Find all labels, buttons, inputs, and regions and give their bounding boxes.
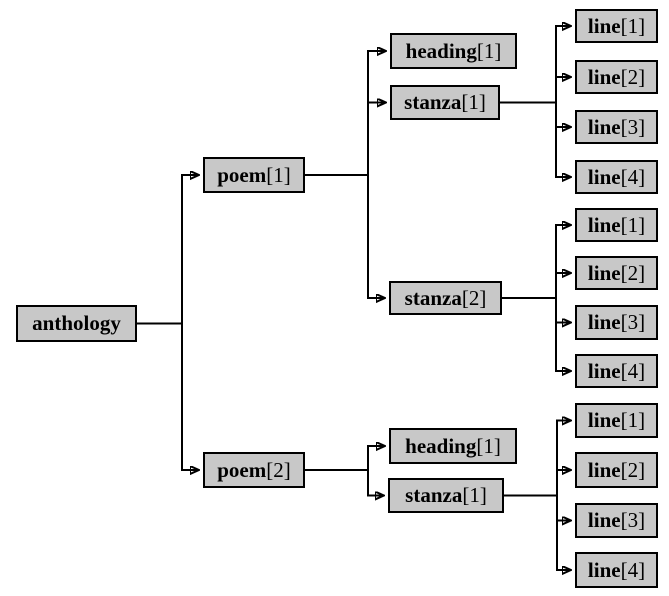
node-poem-2: poem[2] (203, 452, 305, 488)
node-label: line (587, 164, 621, 189)
node-index: [1] (461, 90, 486, 114)
node-index: [1] (476, 433, 501, 458)
node-label: line (587, 64, 621, 89)
node-p2s1-line-1: line[1] (575, 403, 658, 438)
node-index: [4] (620, 164, 646, 189)
node-p1s2-line-2: line[2] (575, 256, 658, 290)
node-index: [4] (620, 557, 646, 582)
node-p1s2-line-3: line[3] (575, 305, 658, 340)
edge-group-poem-2 (305, 445, 385, 497)
node-label: line (587, 114, 621, 139)
node-p1-stanza-2: stanza[2] (389, 281, 502, 315)
node-index: [3] (620, 508, 646, 532)
edge-group-anthology (137, 174, 199, 471)
edge-group-poem-1 (305, 50, 386, 299)
node-label: stanza (405, 483, 463, 507)
node-anthology: anthology (16, 305, 137, 342)
edge-group-p1-stanza-1 (500, 25, 571, 178)
node-p1s1-line-1: line[1] (575, 9, 658, 43)
node-label: line (587, 508, 621, 532)
node-index: [1] (620, 212, 646, 237)
node-index: [3] (620, 310, 646, 334)
node-index: [2] (266, 457, 291, 482)
node-label: line (587, 310, 621, 334)
edge-group-p1-stanza-2 (502, 224, 571, 372)
node-label: line (587, 457, 621, 482)
node-label: anthology (32, 311, 121, 335)
node-label: line (587, 212, 621, 237)
node-label: heading (405, 433, 477, 458)
node-p1s2-line-4: line[4] (575, 354, 658, 388)
node-label: line (587, 358, 621, 383)
node-p1s1-line-3: line[3] (575, 110, 658, 144)
node-index: [2] (620, 457, 646, 482)
node-p1s2-line-1: line[1] (575, 208, 658, 242)
node-index: [1] (266, 162, 291, 187)
node-label: line (587, 408, 621, 432)
node-label: stanza (404, 285, 462, 310)
node-label: line (587, 13, 621, 38)
node-label: poem (217, 162, 267, 187)
node-p2-heading-1: heading[1] (389, 428, 517, 464)
node-index: [1] (476, 38, 502, 63)
node-index: [1] (462, 483, 487, 507)
node-index: [1] (620, 13, 646, 38)
node-label: stanza (404, 90, 462, 114)
node-poem-1: poem[1] (203, 157, 305, 193)
node-p1-heading-1: heading[1] (390, 33, 517, 69)
node-index: [2] (620, 64, 646, 89)
node-label: line (587, 557, 621, 582)
node-p2-stanza-1: stanza[1] (388, 478, 504, 513)
node-label: line (587, 260, 621, 285)
node-p2s1-line-3: line[3] (575, 503, 658, 538)
node-index: [3] (620, 114, 646, 139)
node-p1s1-line-2: line[2] (575, 60, 658, 94)
node-index: [2] (620, 260, 646, 285)
node-label: heading (405, 38, 477, 63)
node-index: [4] (620, 358, 646, 383)
node-p1-stanza-1: stanza[1] (390, 85, 500, 120)
node-index: [1] (620, 408, 646, 432)
node-p2s1-line-4: line[4] (575, 552, 658, 588)
node-index: [2] (461, 285, 487, 310)
node-p2s1-line-2: line[2] (575, 452, 658, 488)
node-label: poem (217, 457, 267, 482)
node-p1s1-line-4: line[4] (575, 160, 658, 194)
edge-group-p2-stanza-1 (504, 420, 571, 572)
